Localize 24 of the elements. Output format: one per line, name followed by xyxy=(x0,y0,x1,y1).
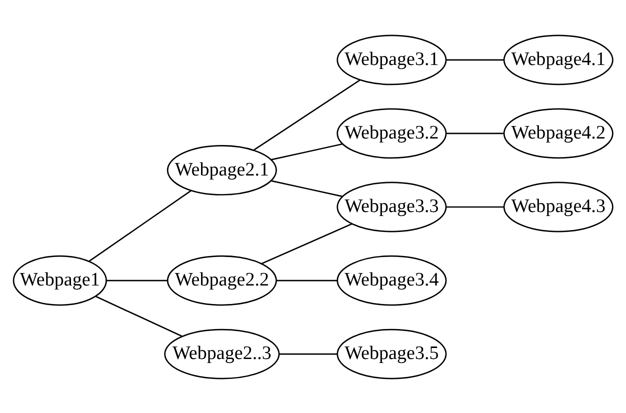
connector xyxy=(446,58,504,60)
node-ellipse: Webpage4.2 xyxy=(503,108,614,158)
connector xyxy=(95,295,182,336)
connector xyxy=(106,279,168,281)
connector xyxy=(279,352,338,354)
connector xyxy=(261,222,352,264)
node-ellipse: Webpage3.1 xyxy=(336,34,447,85)
connector xyxy=(253,79,360,150)
connector xyxy=(446,132,504,134)
connector xyxy=(271,142,343,160)
connector xyxy=(446,206,504,208)
connector xyxy=(88,190,192,262)
node-ellipse: Webpage3.3 xyxy=(336,181,447,232)
node-ellipse: Webpage2..3 xyxy=(164,328,280,379)
node-ellipse: Webpage1 xyxy=(12,254,107,306)
node-ellipse: Webpage4.1 xyxy=(503,34,614,85)
node-ellipse: Webpage3.5 xyxy=(336,328,447,379)
node-ellipse: Webpage3.2 xyxy=(336,108,447,158)
connector xyxy=(271,180,343,197)
node-ellipse: Webpage2.1 xyxy=(166,144,277,195)
node-ellipse: Webpage3.4 xyxy=(336,254,447,306)
node-ellipse: Webpage2.2 xyxy=(166,254,277,306)
node-ellipse: Webpage4.3 xyxy=(503,181,614,232)
connector xyxy=(276,279,338,281)
